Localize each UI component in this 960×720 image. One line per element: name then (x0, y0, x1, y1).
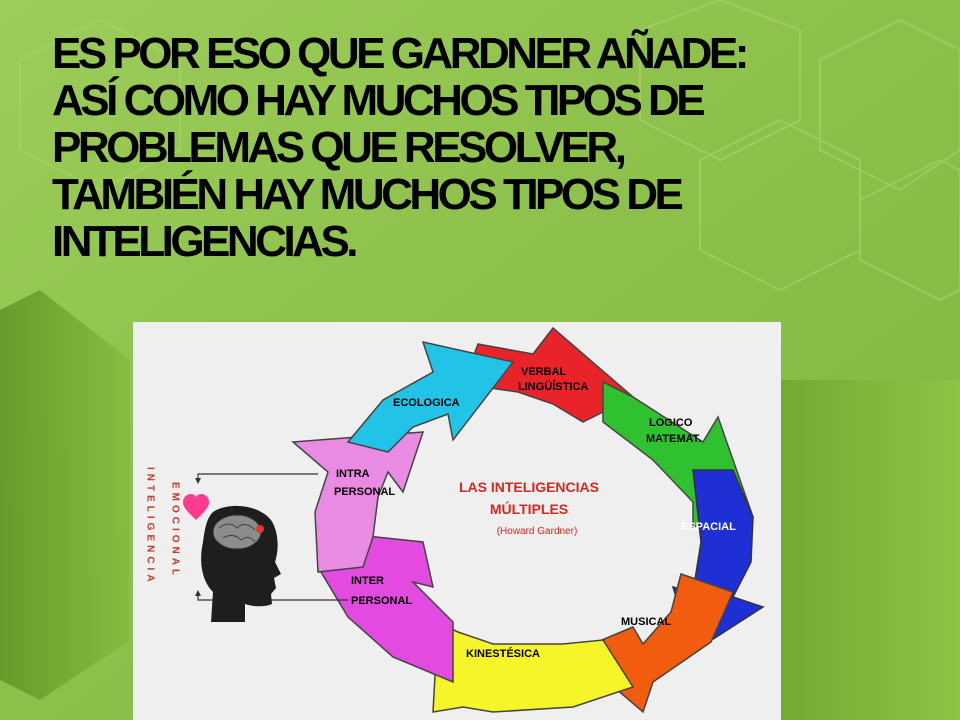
segment-kinestesica-label: KINESTÉSICA (466, 647, 540, 660)
segment-intra-label-1: INTRA (336, 468, 370, 480)
heart-icon (183, 494, 209, 520)
center-subtitle: (Howard Gardner) (497, 526, 578, 537)
side-label-inteligencia: INTELIGENCIA (145, 467, 156, 586)
segment-intra-label-2: PERSONAL (334, 486, 395, 498)
segment-logico-label-2: MATEMAT. (646, 433, 701, 445)
segment-inter-label-2: PERSONAL (351, 595, 412, 607)
segment-verbal-label-1: VERBAL (521, 366, 567, 378)
connector-inter-arrowhead (195, 590, 201, 596)
connector-intra-arrowhead (195, 478, 201, 484)
slide-title: ES POR ESO QUE GARDNER AÑADE: ASÍ COMO H… (52, 30, 912, 265)
segment-inter-label-1: INTER (351, 575, 384, 587)
side-label-emocional: EMOCIONAL (170, 482, 181, 579)
segment-intra-arrow (291, 431, 425, 573)
segment-ecologica-arrow (346, 340, 515, 453)
segment-kinestesica-arrow (432, 620, 635, 713)
multiple-intelligences-diagram: VERBAL LINGÜÍSTICA LOGICO MATEMAT. ESPAC… (133, 322, 781, 720)
segment-espacial-label: ESPACIAL (681, 521, 736, 533)
head-silhouette-icon (201, 505, 281, 622)
segment-logico-label-1: LOGICO (649, 417, 693, 429)
segment-musical-label: MUSICAL (621, 616, 671, 628)
title-line-3: PROBLEMAS QUE RESOLVER, (52, 123, 627, 172)
title-line-1: ES POR ESO QUE GARDNER AÑADE: (52, 29, 749, 78)
title-line-2: ASÍ COMO HAY MUCHOS TIPOS DE (52, 76, 706, 125)
center-title-line-1: LAS INTELIGENCIAS (459, 479, 599, 495)
center-title-line-2: MÚLTIPLES (490, 500, 568, 517)
title-line-4: TAMBIÉN HAY MUCHOS TIPOS DE (52, 170, 684, 219)
title-line-5: INTELIGENCIAS. (52, 217, 359, 266)
segment-verbal-label-2: LINGÜÍSTICA (518, 380, 588, 393)
segment-ecologica-label: ECOLOGICA (393, 397, 460, 409)
